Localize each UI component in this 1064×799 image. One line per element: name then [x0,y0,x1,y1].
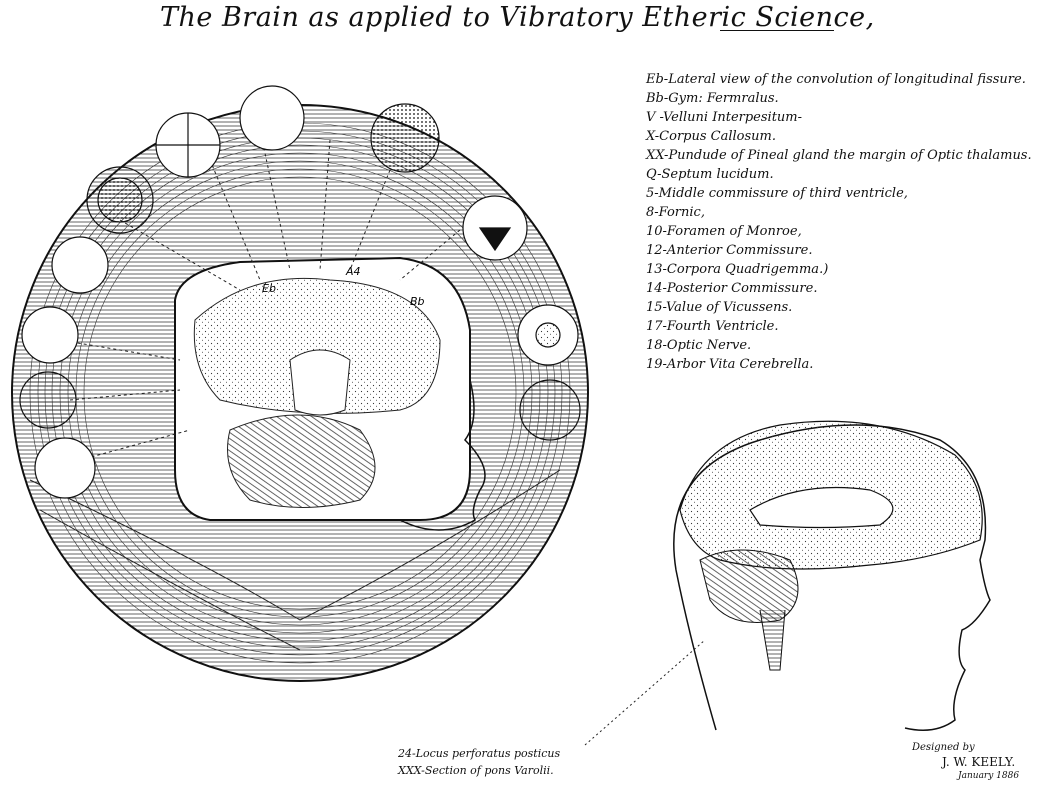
credit-date: January 1886 [958,771,1020,781]
legend-item: Eb-Lateral view of the convolution of lo… [646,72,1026,87]
label-eb: Eb [262,282,276,295]
legend-item: Bb-Gym: Fermralus. [646,91,779,106]
credit-name: J. W. KEELY. [942,755,1016,769]
inner-brain-section: Eb A4 Bb [174,256,486,531]
sagittal-brain-head [673,420,991,731]
legend-item: 19-Arbor Vita Cerebrella. [646,357,814,372]
legend-list: Eb-Lateral view of the convolution of lo… [646,70,1061,374]
designer-credit: Designed by J. W. KEELY. January 1886 [912,741,1019,783]
credit-designed-by: Designed by [912,742,975,753]
legend-item: XX-Pundude of Pineal gland the margin of… [646,148,1032,163]
caption: 24-Locus perforatus posticus XXX-Section… [398,745,560,779]
title-underline [720,30,834,31]
symbol-circles [19,85,581,499]
label-a4: A4 [345,265,361,278]
legend-item: 13-Corpora Quadrigemma.) [646,262,829,277]
legend-item: 17-Fourth Ventricle. [646,319,779,334]
caption-leader-line [584,639,706,746]
legend-item: 5-Middle commissure of third ventricle, [646,186,908,201]
legend-item: 8-Fornic, [646,205,705,220]
legend-item: 14-Posterior Commissure. [646,281,818,296]
caption-line: XXX-Section of pons Varolii. [398,764,554,777]
legend-item: V -Velluni Interpesitum- [646,110,803,125]
legend-item: X-Corpus Callosum. [646,129,777,144]
legend-item: Q-Septum lucidum. [646,167,774,182]
caption-line: 24-Locus perforatus posticus [398,747,561,760]
legend-item: 12-Anterior Commissure. [646,243,813,258]
diagram-title: The Brain as applied to Vibratory Etheri… [160,2,875,33]
vibration-lines [59,129,461,461]
legend-item: 15-Value of Vicussens. [646,300,793,315]
legend-item: 10-Foramen of Monroe, [646,224,802,239]
legend-item: 18-Optic Nerve. [646,338,752,353]
label-bb: Bb [410,295,425,308]
